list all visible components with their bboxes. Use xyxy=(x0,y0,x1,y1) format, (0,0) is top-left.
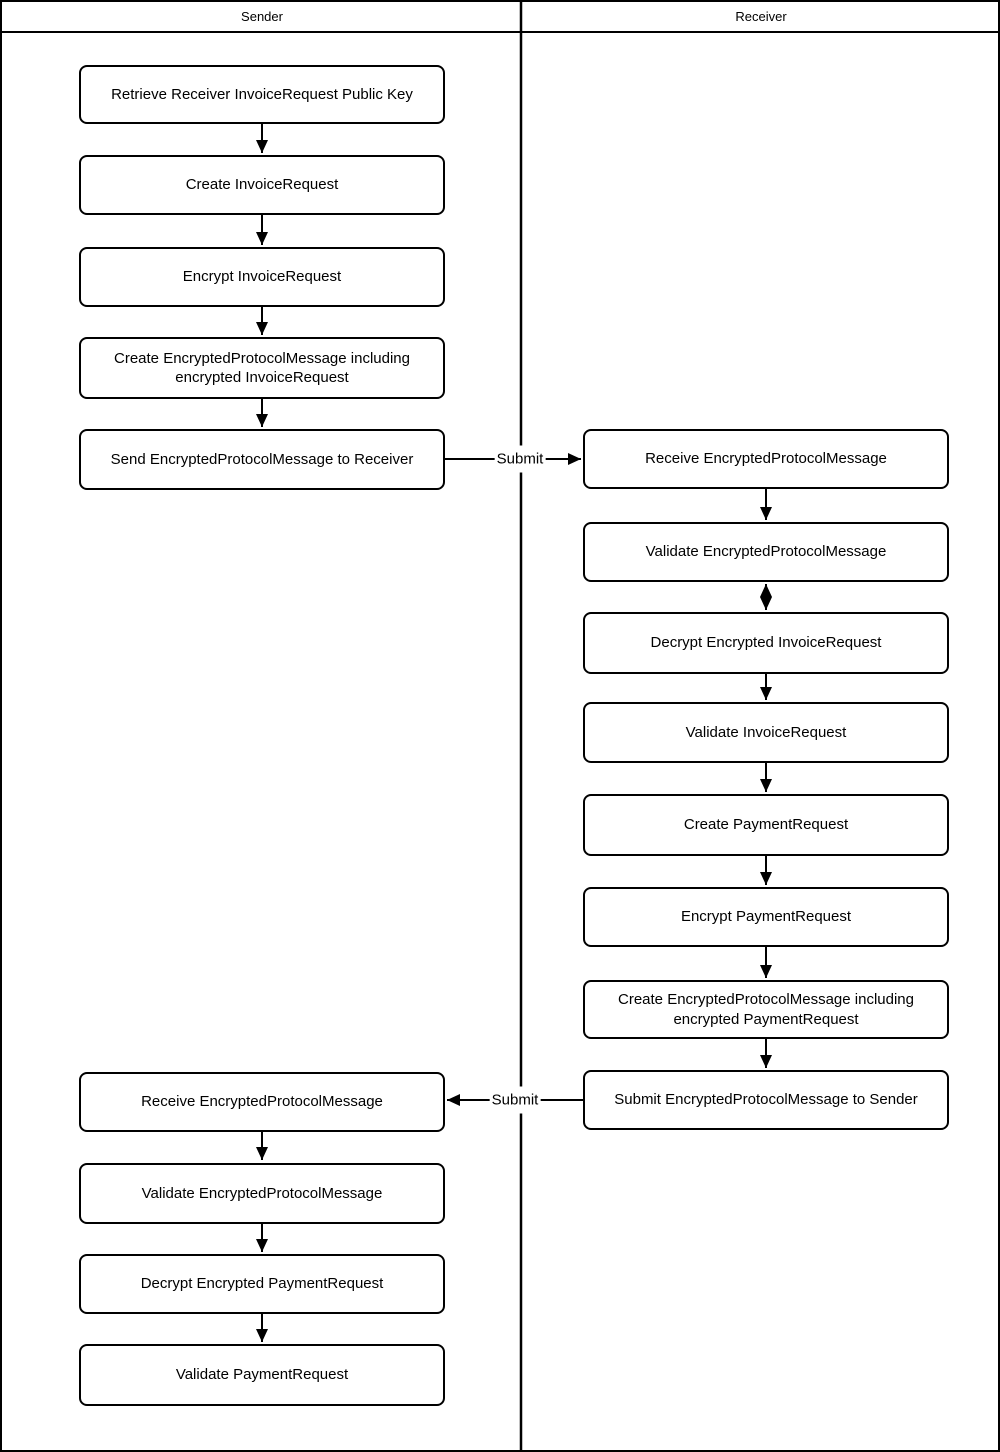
node-decrypt-encrypted-invoicerequest: Decrypt Encrypted InvoiceRequest xyxy=(583,612,949,674)
lane-header-receiver-label: Receiver xyxy=(735,9,787,24)
node-create-encryptedprotocolmessage-paymentrequest: Create EncryptedProtocolMessage includin… xyxy=(583,980,949,1039)
node-submit-encryptedprotocolmessage-to-sender: Submit EncryptedProtocolMessage to Sende… xyxy=(583,1070,949,1130)
node-receiver-validate-encryptedprotocolmessage: Validate EncryptedProtocolMessage xyxy=(583,522,949,582)
node-encrypt-invoicerequest: Encrypt InvoiceRequest xyxy=(79,247,445,307)
node-retrieve-receiver-invoicerequest-public-key: Retrieve Receiver InvoiceRequest Public … xyxy=(79,65,445,124)
node-encrypt-paymentrequest: Encrypt PaymentRequest xyxy=(583,887,949,947)
node-sender-receive-encryptedprotocolmessage: Receive EncryptedProtocolMessage xyxy=(79,1072,445,1132)
edge-label-submit-to-receiver: Submit xyxy=(494,445,546,473)
node-sender-validate-encryptedprotocolmessage: Validate EncryptedProtocolMessage xyxy=(79,1163,445,1224)
node-create-encryptedprotocolmessage-invoicerequest: Create EncryptedProtocolMessage includin… xyxy=(79,337,445,399)
lane-header-sender-label: Sender xyxy=(241,9,283,24)
lane-header-receiver: Receiver xyxy=(735,2,786,31)
node-receiver-receive-encryptedprotocolmessage: Receive EncryptedProtocolMessage xyxy=(583,429,949,489)
lane-header-sender: Sender xyxy=(241,2,283,31)
node-validate-invoicerequest: Validate InvoiceRequest xyxy=(583,702,949,763)
edge-label-submit-to-sender: Submit xyxy=(489,1086,541,1114)
node-decrypt-encrypted-paymentrequest: Decrypt Encrypted PaymentRequest xyxy=(79,1254,445,1314)
node-create-invoicerequest: Create InvoiceRequest xyxy=(79,155,445,215)
node-create-paymentrequest: Create PaymentRequest xyxy=(583,794,949,856)
node-send-encryptedprotocolmessage-to-receiver: Send EncryptedProtocolMessage to Receive… xyxy=(79,429,445,490)
node-validate-paymentrequest: Validate PaymentRequest xyxy=(79,1344,445,1406)
